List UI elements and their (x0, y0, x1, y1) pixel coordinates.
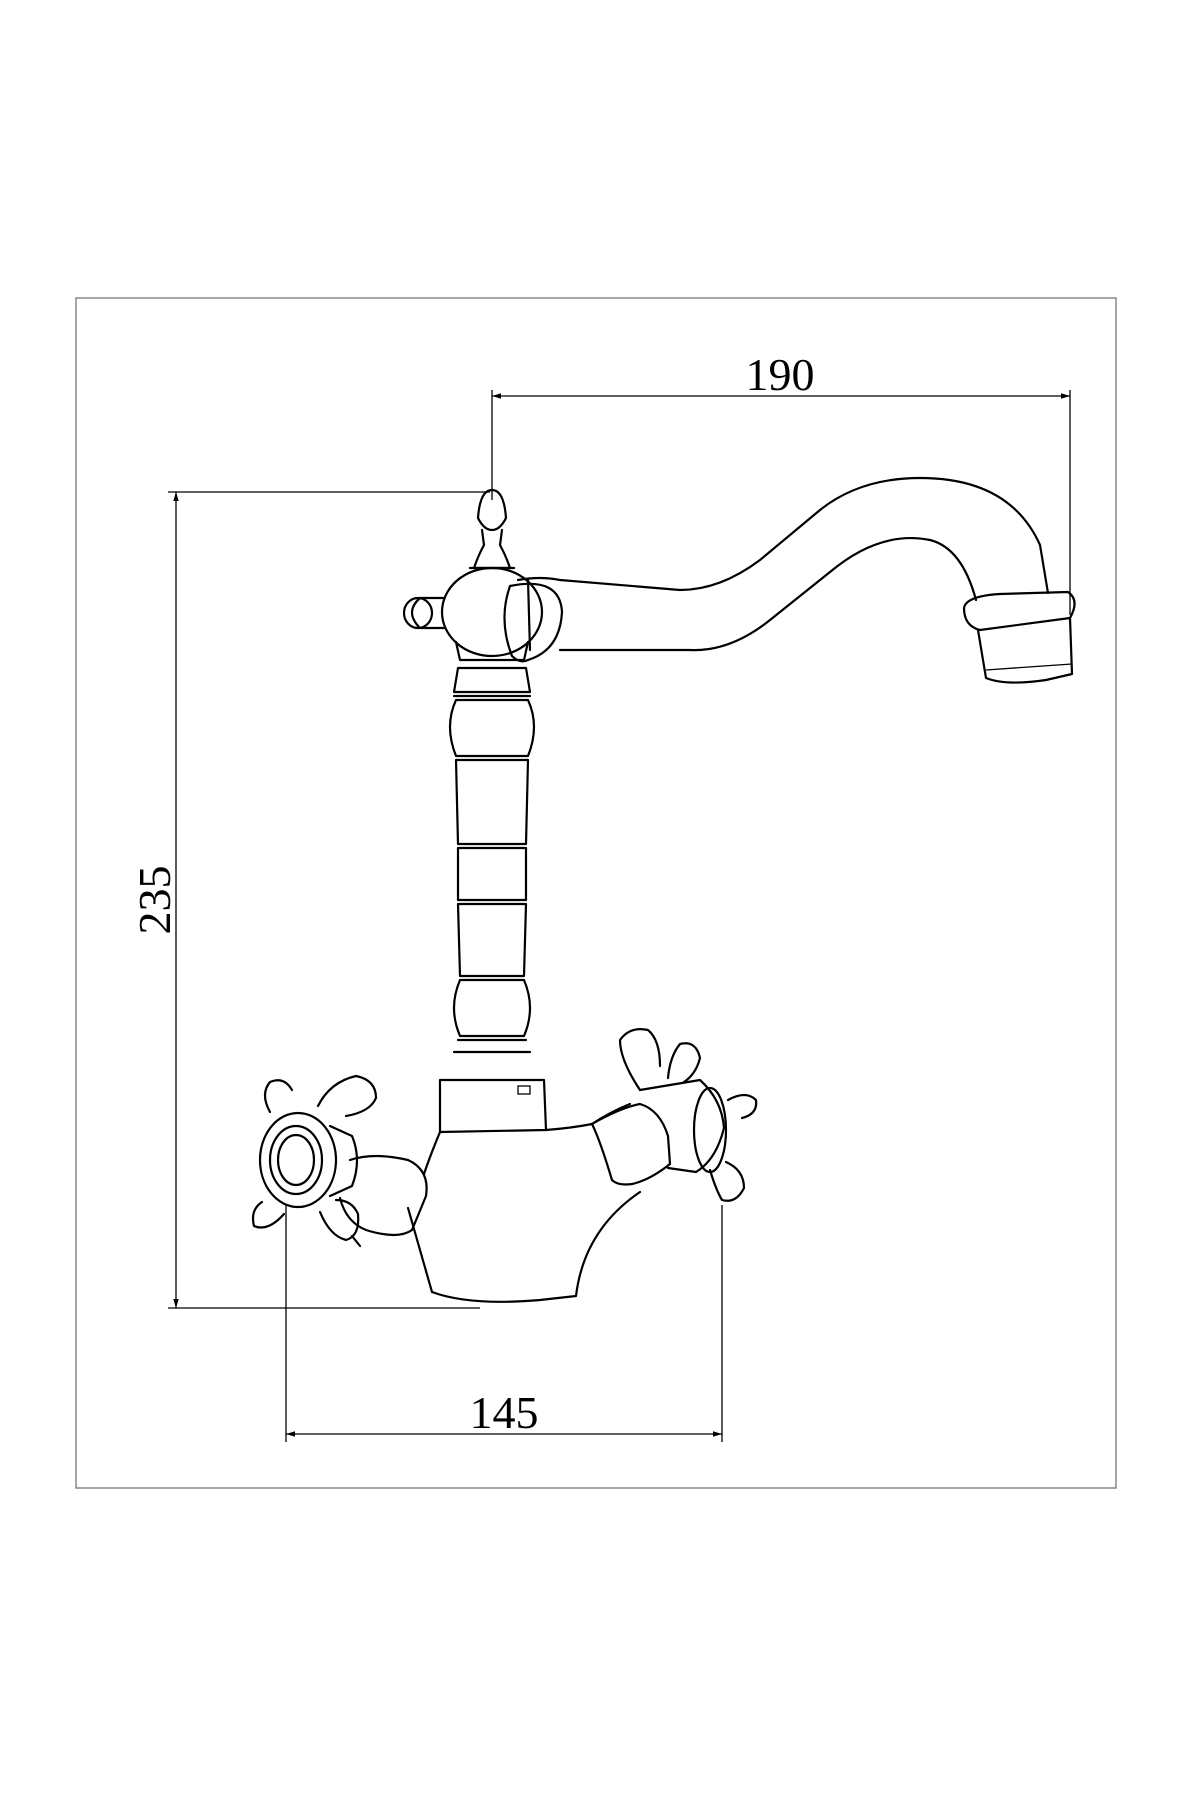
swivel-head (402, 566, 544, 662)
drawing-frame (75, 297, 1117, 1489)
dimension-total-height: 235 (129, 491, 490, 1309)
spout (503, 476, 1076, 684)
column (448, 666, 536, 1054)
left-handle (251, 1074, 428, 1248)
dimension-handle-span: 145 (285, 1205, 723, 1442)
dimension-label-spout-reach: 190 (746, 349, 815, 400)
right-handle (590, 1028, 758, 1202)
dimension-label-total-height: 235 (129, 866, 180, 935)
faucet-body (406, 1078, 642, 1303)
dimension-spout-reach: 190 (491, 349, 1071, 615)
dimension-label-handle-span: 145 (470, 1387, 539, 1438)
faucet-outline (251, 476, 1076, 1303)
top-finial (468, 488, 516, 570)
